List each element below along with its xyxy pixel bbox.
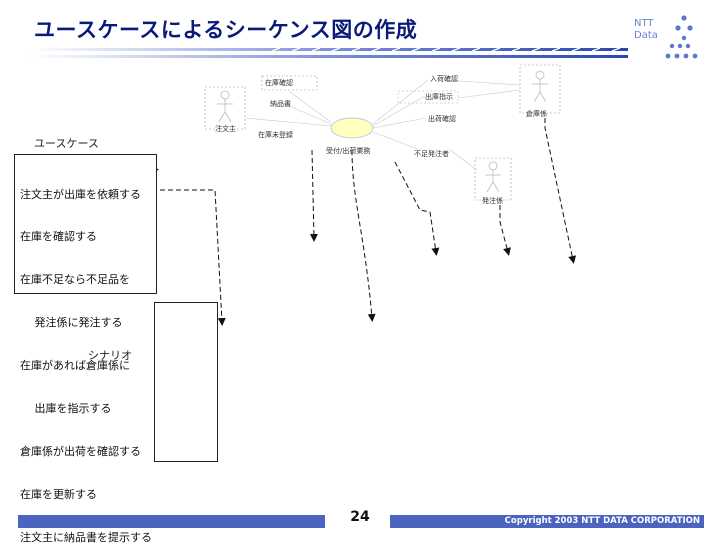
usecase-heading: ユースケース: [34, 137, 99, 150]
scenario-label: シナリオ: [88, 349, 132, 362]
usecase-steps: 注文主が出庫を依頼する 在庫を確認する 在庫不足なら不足品を 発注係に発注する …: [20, 159, 152, 559]
copyright-text: Copyright 2003 NTT DATA CORPORATION: [504, 516, 700, 526]
slide-title: ユースケースによるシーケンス図の作成: [34, 18, 418, 42]
usecase-step: 発注係に発注する: [20, 316, 123, 330]
usecase-step: 出庫を指示する: [20, 402, 112, 416]
diagram-label: 入荷確認: [430, 75, 458, 83]
ntt-data-logo: NTT Data: [628, 10, 700, 70]
diagram-label: 在庫未登録: [258, 131, 293, 139]
diagram-label: 注文主: [215, 125, 236, 133]
arrow-orderer-lifeline: [160, 189, 226, 326]
arrow-purchasing-lifeline: [499, 205, 511, 256]
diagram-label: 不足発注者: [414, 150, 449, 158]
usecase-step: 在庫があれば倉庫係に: [20, 359, 130, 373]
actor-frame-purchasing: [474, 157, 512, 201]
actor-frame-orderer: [204, 86, 246, 130]
arrow-shortage-lifeline: [394, 161, 440, 256]
actor-frame-warehouse: [519, 64, 561, 114]
page-number: 24: [350, 509, 370, 525]
usecase-step: 倉庫係が出荷を確認する: [20, 444, 141, 458]
ntt-data-dots-icon: NTT Data: [628, 10, 700, 70]
usecase-box: [14, 154, 157, 294]
diagram-label: 受付/出荷業務: [326, 147, 371, 155]
usecase-diagram: [40, 64, 577, 326]
logo-line2: Data: [634, 30, 658, 41]
logo-line1: NTT: [634, 18, 654, 29]
diagram-label: 倉庫係: [526, 110, 547, 118]
diagram-label: 発注係: [482, 197, 503, 205]
usecase-step: 注文主が出庫を依頼する: [20, 187, 141, 201]
footer-bar-left: [18, 515, 325, 528]
usecase-step: 注文主に納品書を提示する: [20, 530, 152, 544]
arrow-warehouse-lifeline: [544, 118, 577, 264]
diagram-label: 出荷確認: [428, 115, 456, 123]
diagram-label: 納品書: [270, 100, 291, 108]
title-underline-bar: [30, 47, 630, 58]
usecase-step: 在庫を確認する: [20, 230, 97, 244]
usecase-step: 在庫を更新する: [20, 487, 97, 501]
usecase-step: 在庫不足なら不足品を: [20, 273, 130, 287]
footer-bar-right: [390, 515, 704, 528]
diagram-label: 在庫確認: [265, 79, 293, 87]
diagram-label: 出庫指示: [425, 93, 453, 101]
scenario-box: [154, 302, 218, 462]
arrow-inventory-lifeline: [351, 149, 376, 322]
usecase-ellipse: [330, 117, 374, 139]
arrow-reception-lifeline: [309, 149, 318, 242]
